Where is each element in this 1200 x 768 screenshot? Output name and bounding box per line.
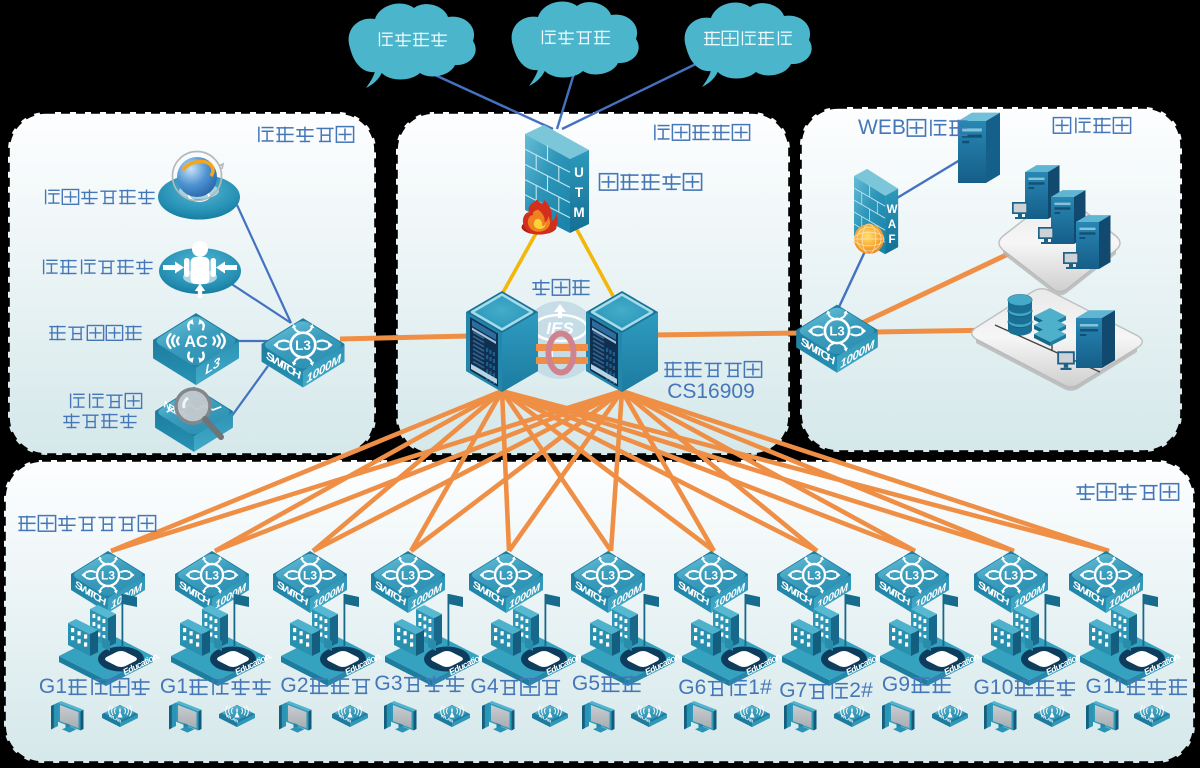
svg-text:L3: L3 — [704, 568, 718, 582]
svg-text:G11: G11 — [1086, 675, 1126, 698]
svg-text:G1: G1 — [160, 675, 188, 698]
svg-text:L3: L3 — [303, 568, 317, 582]
svg-text:L3: L3 — [807, 568, 821, 582]
svg-text:L3: L3 — [401, 568, 415, 582]
svg-text:WLAN: WLAN — [841, 713, 854, 724]
svg-text:W: W — [887, 204, 898, 216]
svg-text:WEB: WEB — [858, 116, 906, 139]
svg-text:WLAN: WLAN — [339, 713, 352, 724]
svg-text:CS16909: CS16909 — [667, 380, 755, 403]
svg-text:WLAN: WLAN — [441, 713, 454, 724]
svg-text:WLAN: WLAN — [1141, 713, 1154, 724]
svg-text:G2: G2 — [280, 674, 308, 697]
svg-text:G3: G3 — [374, 672, 402, 695]
svg-text:L3: L3 — [101, 568, 115, 582]
svg-text:G6: G6 — [678, 676, 706, 699]
svg-text:U: U — [574, 165, 584, 180]
svg-text:L3: L3 — [295, 338, 311, 353]
svg-text:L3: L3 — [499, 568, 513, 582]
svg-text:L3: L3 — [829, 324, 844, 339]
svg-text:WLAN: WLAN — [1041, 713, 1054, 724]
svg-text:1#: 1# — [748, 676, 772, 699]
svg-text:G9: G9 — [882, 673, 910, 696]
svg-text:A: A — [888, 219, 896, 231]
svg-text:G5: G5 — [572, 672, 600, 695]
svg-text:G10: G10 — [974, 676, 1014, 699]
svg-text:L3: L3 — [205, 568, 219, 582]
svg-text:2#: 2# — [849, 679, 873, 702]
svg-text:AC: AC — [184, 333, 208, 351]
svg-text:WLAN: WLAN — [539, 713, 552, 724]
svg-text:T: T — [575, 185, 584, 200]
svg-text:F: F — [888, 234, 895, 246]
svg-text:L3: L3 — [1099, 568, 1113, 582]
svg-text:G7: G7 — [779, 679, 807, 702]
svg-text:G4: G4 — [470, 675, 498, 698]
svg-text:WLAN: WLAN — [109, 713, 122, 724]
svg-text:L3: L3 — [601, 568, 615, 582]
svg-text:L3: L3 — [905, 568, 919, 582]
svg-text:M: M — [573, 205, 584, 220]
svg-text:WLAN: WLAN — [638, 713, 651, 724]
svg-text:G1: G1 — [39, 675, 67, 698]
svg-text:WLAN: WLAN — [939, 713, 952, 724]
svg-text:WLAN: WLAN — [226, 713, 239, 724]
svg-text:L3: L3 — [1004, 568, 1018, 582]
svg-text:WLAN: WLAN — [741, 713, 754, 724]
